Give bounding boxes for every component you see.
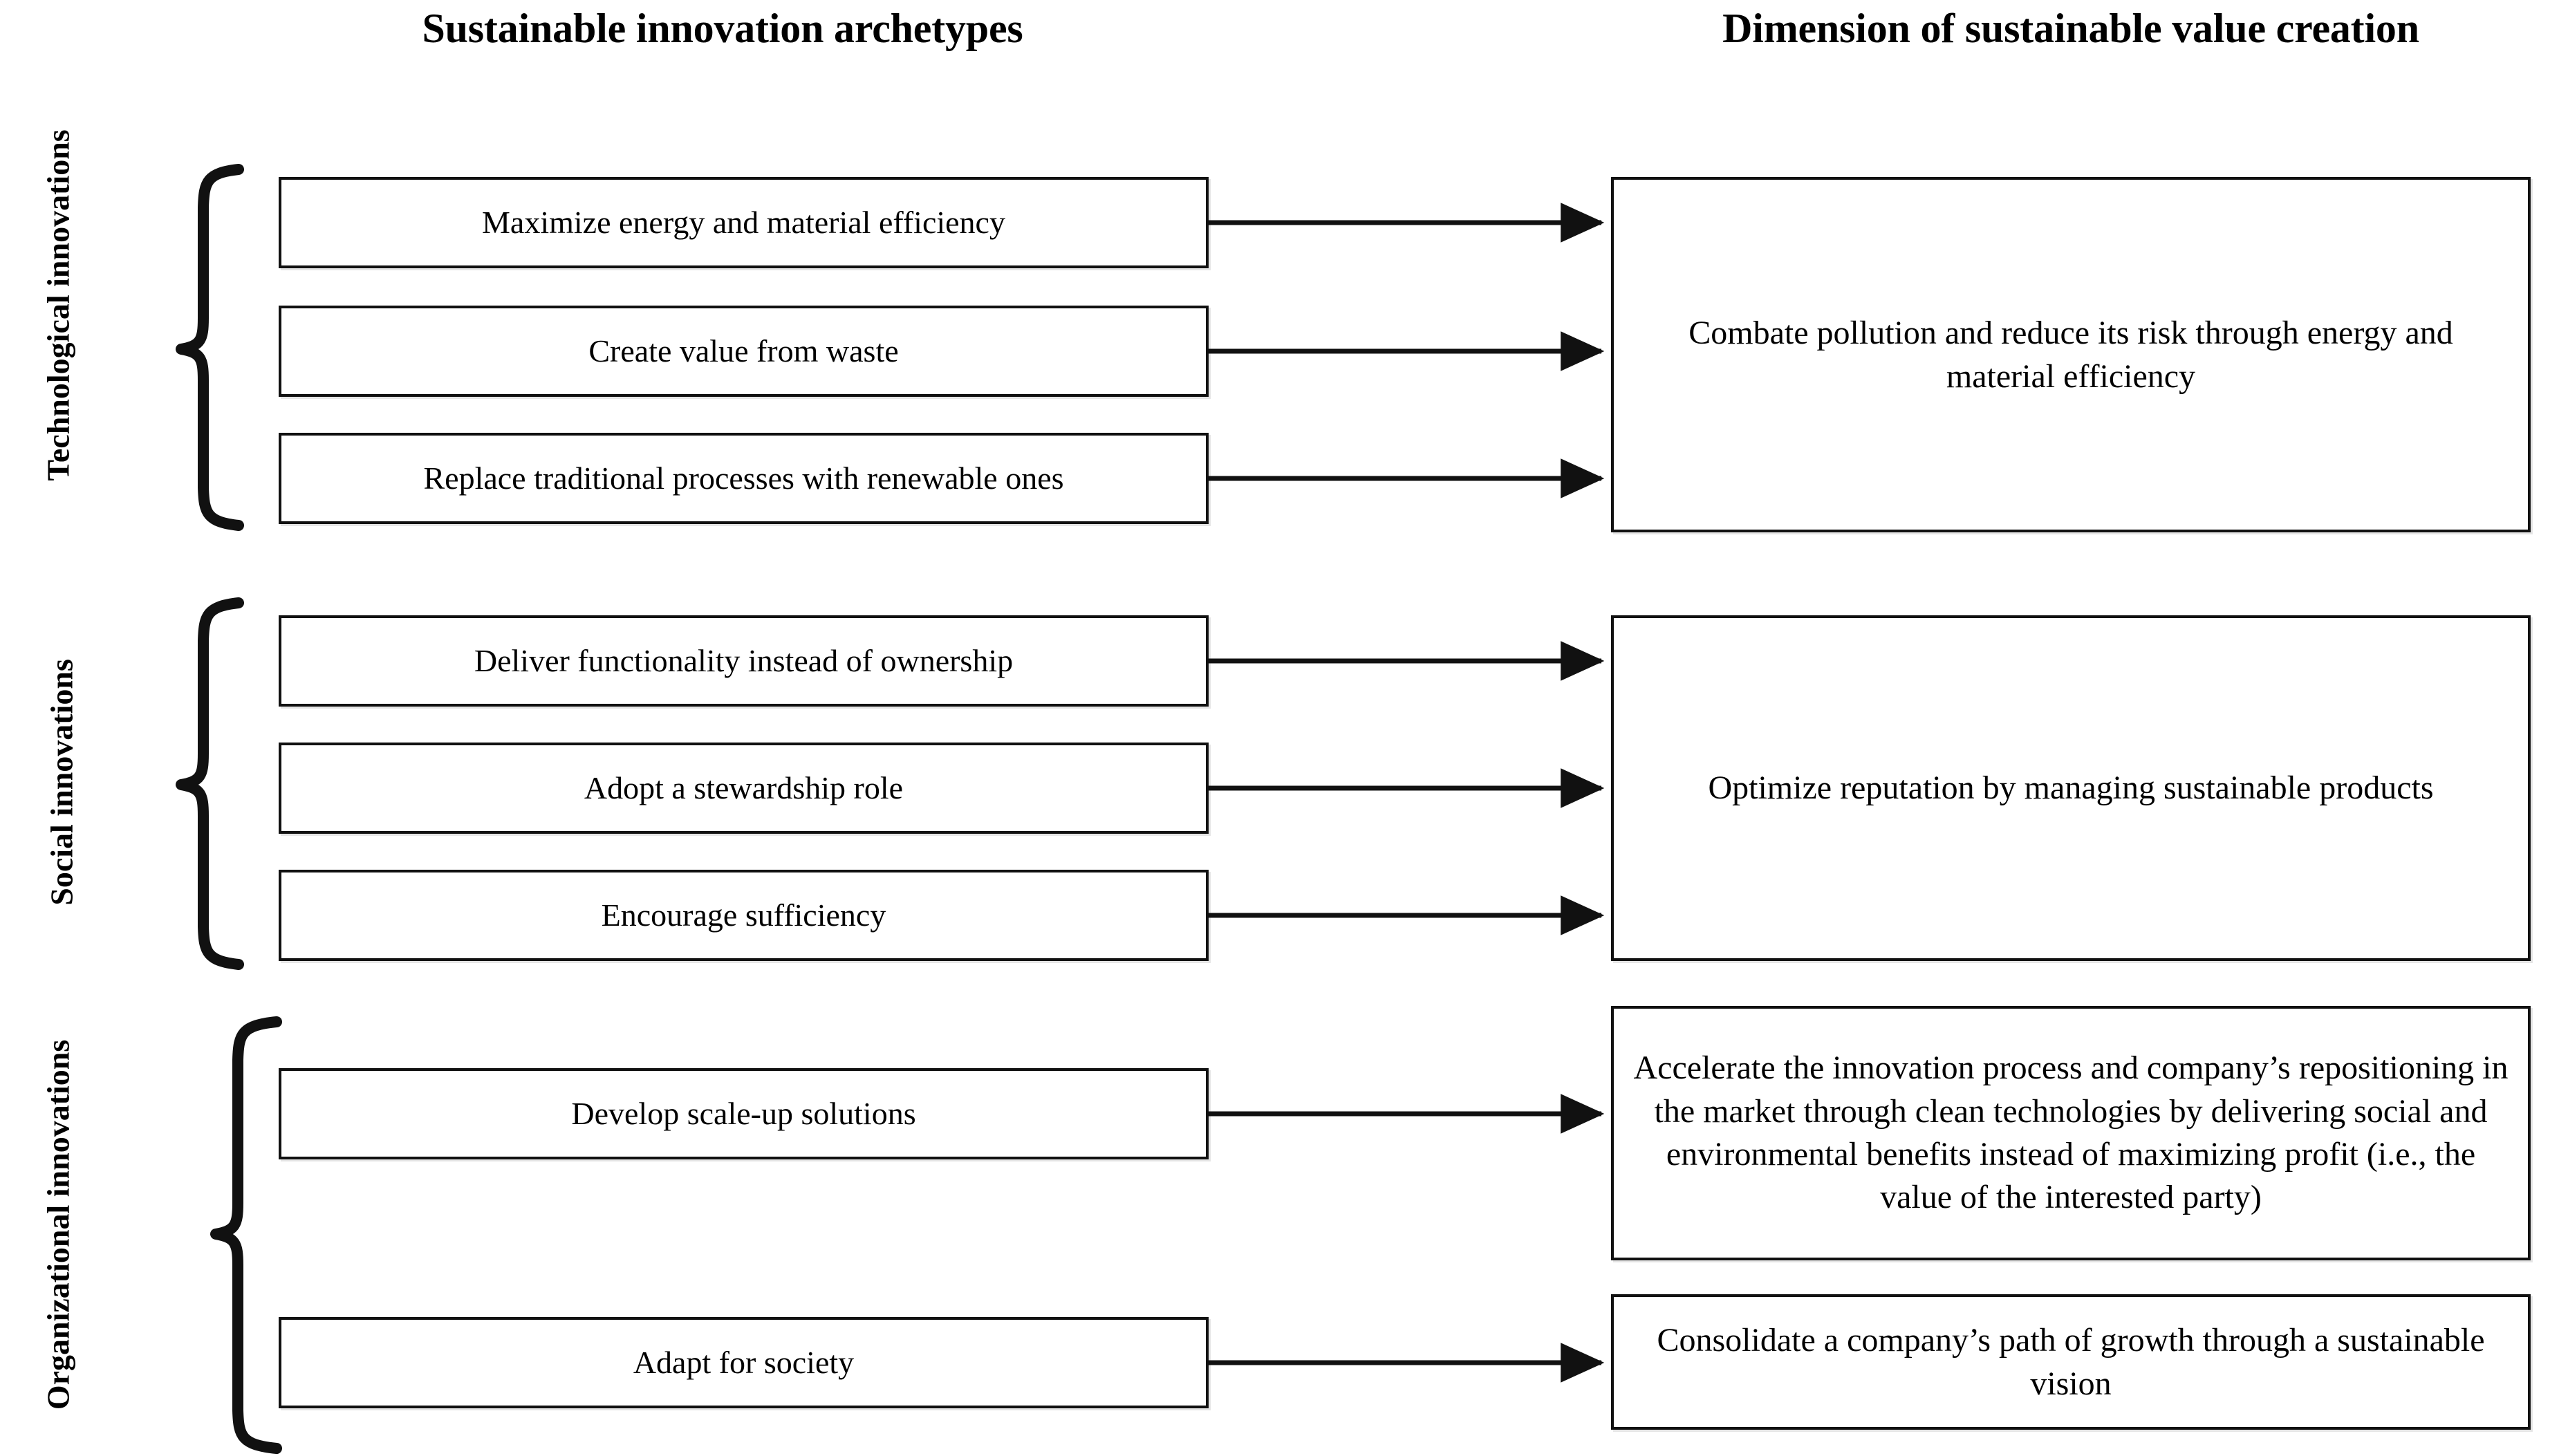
- archetype-label: Replace traditional processes with renew…: [423, 460, 1064, 496]
- archetype-box-create-value-from-waste[interactable]: Create value from waste: [279, 306, 1209, 397]
- dimension-box-consolidate-path-of-growth[interactable]: Consolidate a company’s path of growth t…: [1611, 1294, 2531, 1430]
- dimension-box-accelerate-innovation-process[interactable]: Accelerate the innovation process and co…: [1611, 1006, 2531, 1260]
- dimension-box-combate-pollution[interactable]: Combate pollution and reduce its risk th…: [1611, 177, 2531, 532]
- archetype-box-replace-traditional-processes[interactable]: Replace traditional processes with renew…: [279, 433, 1209, 524]
- archetype-box-adapt-for-society[interactable]: Adapt for society: [279, 1317, 1209, 1408]
- archetype-label: Develop scale-up solutions: [571, 1095, 916, 1131]
- archetype-box-encourage-sufficiency[interactable]: Encourage sufficiency: [279, 870, 1209, 961]
- dimension-label: Combate pollution and reduce its risk th…: [1688, 314, 2453, 395]
- archetype-label: Deliver functionality instead of ownersh…: [474, 642, 1014, 678]
- group-label-social: Social innovations: [0, 659, 256, 906]
- column-header-archetypes: Sustainable innovation archetypes: [422, 6, 1023, 51]
- group-label-technological-text: Technological innovations: [40, 129, 76, 481]
- archetype-box-maximize-energy-and-material-efficiency[interactable]: Maximize energy and material efficiency: [279, 177, 1209, 268]
- brace-technological: [176, 164, 244, 531]
- group-label-technological: Technological innovations: [0, 129, 252, 480]
- archetype-label: Maximize energy and material efficiency: [482, 204, 1005, 240]
- column-header-dimensions: Dimension of sustainable value creation: [1722, 6, 2419, 51]
- dimension-box-optimize-reputation[interactable]: Optimize reputation by managing sustaina…: [1611, 615, 2531, 961]
- dimension-label: Accelerate the innovation process and co…: [1633, 1049, 2509, 1216]
- archetype-box-adopt-a-stewardship-role[interactable]: Adopt a stewardship role: [279, 743, 1209, 834]
- archetype-label: Encourage sufficiency: [601, 897, 886, 933]
- dimension-label: Optimize reputation by managing sustaina…: [1708, 769, 2434, 807]
- group-label-social-text: Social innovations: [44, 659, 80, 906]
- group-label-organizational-text: Organizational innovations: [40, 1039, 76, 1410]
- archetype-label: Create value from waste: [588, 333, 899, 368]
- archetype-box-deliver-functionality-instead-of-ownership[interactable]: Deliver functionality instead of ownersh…: [279, 615, 1209, 707]
- archetype-label: Adopt a stewardship role: [584, 769, 904, 805]
- archetype-box-develop-scale-up-solutions[interactable]: Develop scale-up solutions: [279, 1068, 1209, 1159]
- dimension-label: Consolidate a company’s path of growth t…: [1657, 1321, 2485, 1402]
- group-label-organizational: Organizational innovations: [0, 1040, 252, 1410]
- archetype-label: Adapt for society: [633, 1344, 855, 1380]
